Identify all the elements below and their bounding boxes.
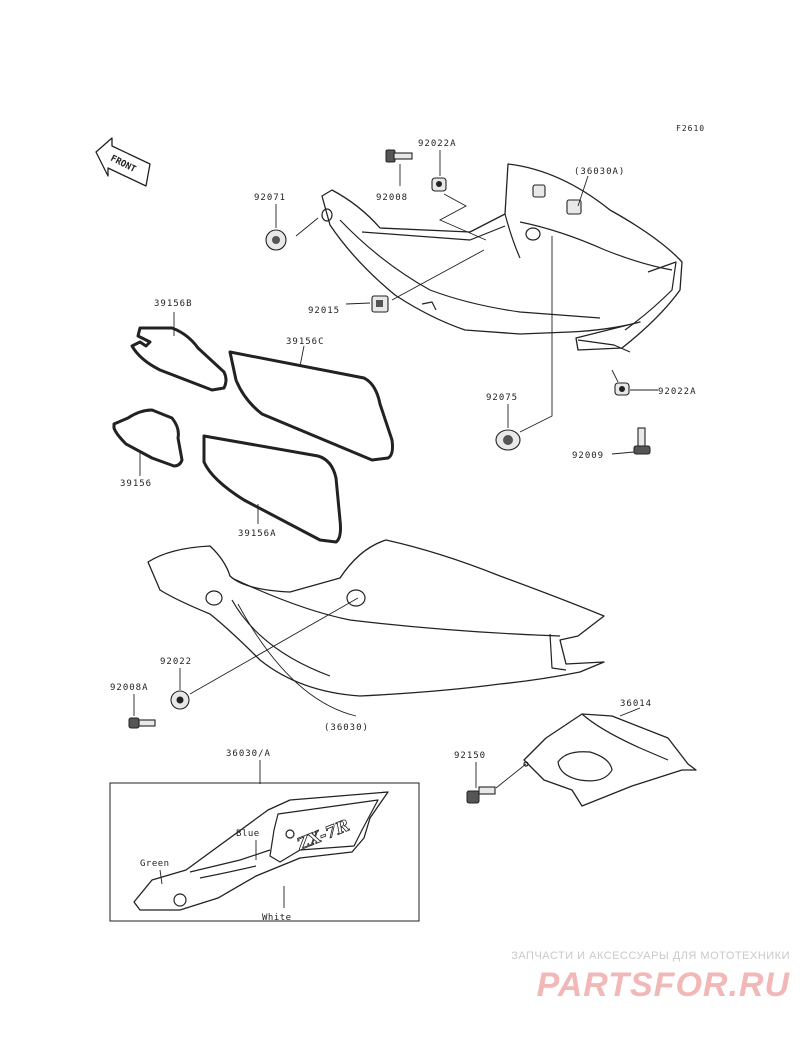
label-36030: (36030) xyxy=(324,723,369,733)
label-92009: 92009 xyxy=(572,451,604,461)
decal-inset-box: ZX-7R xyxy=(109,782,420,922)
label-92022: 92022 xyxy=(160,657,192,667)
figure-code: F2610 xyxy=(676,124,705,133)
label-92150: 92150 xyxy=(454,751,486,761)
label-92015: 92015 xyxy=(308,306,340,316)
label-39156A: 39156A xyxy=(238,529,277,539)
label-36030-slash-A: 36030/A xyxy=(226,749,271,759)
clip-92015-icon xyxy=(371,295,389,313)
panel-39156C xyxy=(228,350,394,462)
front-arrow-icon: FRONT xyxy=(95,137,151,187)
label-36014: 36014 xyxy=(620,699,652,709)
label-92022A-top: 92022A xyxy=(418,139,457,149)
leader-lines xyxy=(133,150,658,908)
bolt-92150-icon xyxy=(466,786,496,804)
panel-39156B xyxy=(130,326,228,392)
nut-92022A-top-icon xyxy=(431,177,447,192)
watermark-logo: PARTSFOR.RU xyxy=(536,966,790,1004)
label-39156C: 39156C xyxy=(286,337,325,347)
label-39156: 39156 xyxy=(120,479,152,489)
label-92008A: 92008A xyxy=(110,683,149,693)
label-92071: 92071 xyxy=(254,193,286,203)
bolt-92008A-icon xyxy=(128,717,156,729)
label-39156B: 39156B xyxy=(154,299,193,309)
color-label-green: Green xyxy=(140,859,170,869)
panel-39156 xyxy=(112,408,184,468)
lower-side-cover-36030 xyxy=(147,539,605,697)
label-92075: 92075 xyxy=(486,393,518,403)
screw-92009-icon xyxy=(633,427,651,455)
label-92008: 92008 xyxy=(376,193,408,203)
color-label-blue: Blue xyxy=(236,829,260,839)
color-label-white: White xyxy=(262,913,292,923)
grommet-92075-icon xyxy=(495,429,521,451)
bolt-92008-icon xyxy=(385,149,413,163)
label-92022A-right: 92022A xyxy=(658,387,697,397)
label-36030A: (36030A) xyxy=(574,167,625,177)
washer-92022-icon xyxy=(170,690,190,710)
grommet-92071-icon xyxy=(265,229,287,251)
bracket-36014 xyxy=(523,713,697,807)
panel-39156A xyxy=(202,434,342,544)
nut-92022A-right-icon xyxy=(614,382,630,396)
watermark-caption: ЗАПЧАСТИ И АКСЕССУАРЫ ДЛЯ МОТОТЕХНИКИ xyxy=(511,950,790,962)
upper-side-cover-36030A xyxy=(321,163,683,353)
